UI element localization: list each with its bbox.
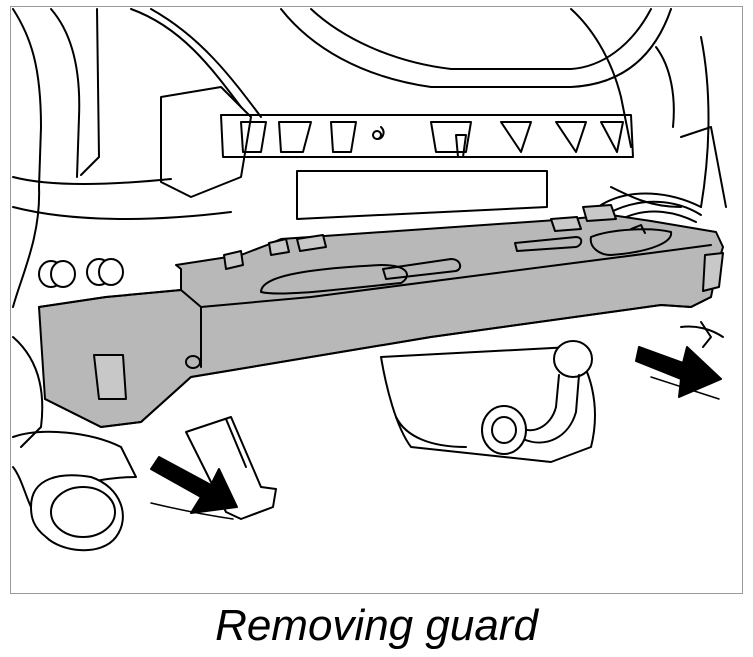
- figure-caption: Removing guard: [215, 601, 538, 650]
- illustration-frame: [10, 6, 743, 594]
- mounting-studs: [38, 258, 124, 288]
- bracket-piece: [185, 416, 277, 520]
- rear-cross-member: [220, 114, 634, 220]
- tow-hitch-assembly: [380, 340, 596, 463]
- guard-removal-illustration: [12, 8, 727, 552]
- arrow-down-right-icon: [635, 346, 722, 400]
- rear-guard: [38, 204, 724, 428]
- arrow-down-left-icon: [150, 456, 238, 520]
- exhaust-pipe: [12, 430, 137, 552]
- vehicle-body-outline: [12, 8, 727, 448]
- wiring-harness: [600, 192, 724, 348]
